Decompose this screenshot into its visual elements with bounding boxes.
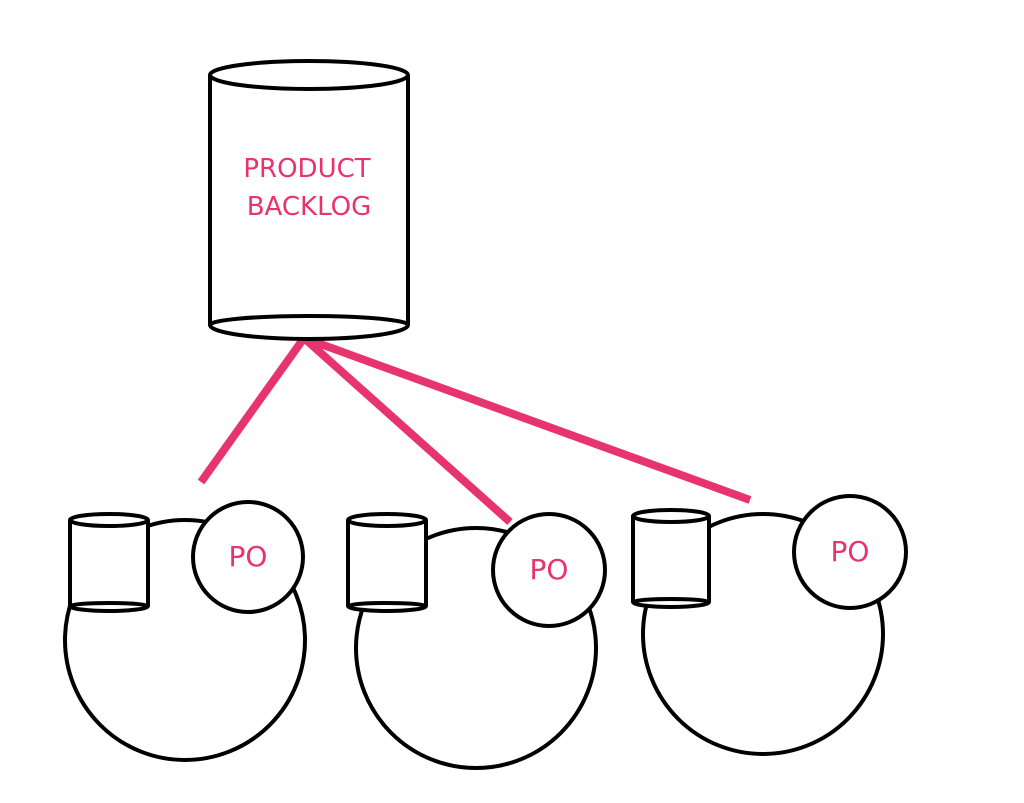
- product-backlog-cylinder: PRODUCT BACKLOG: [208, 59, 410, 341]
- connector-team-2: [301, 335, 513, 525]
- team-1: PO: [63, 500, 307, 762]
- product-owner-circle: [792, 494, 908, 610]
- connectors: [197, 334, 752, 525]
- product-backlog-label-line2: BACKLOG: [247, 192, 372, 222]
- product-owner-label: PO: [530, 553, 569, 586]
- product-owner-circle: [491, 512, 607, 628]
- connector-team-1: [197, 335, 308, 485]
- product-owner-label: PO: [229, 540, 268, 573]
- team-backlog-cylinder: [631, 508, 711, 609]
- product-owner-label: PO: [831, 535, 870, 568]
- team-2: PO: [346, 512, 607, 770]
- product-owner-circle: [191, 500, 305, 614]
- team-backlog-cylinder: [68, 512, 150, 613]
- team-3: PO: [631, 494, 908, 756]
- product-backlog-label-line1: PRODUCT: [243, 154, 370, 184]
- team-backlog-cylinder: [346, 512, 428, 613]
- connector-team-3: [302, 334, 752, 504]
